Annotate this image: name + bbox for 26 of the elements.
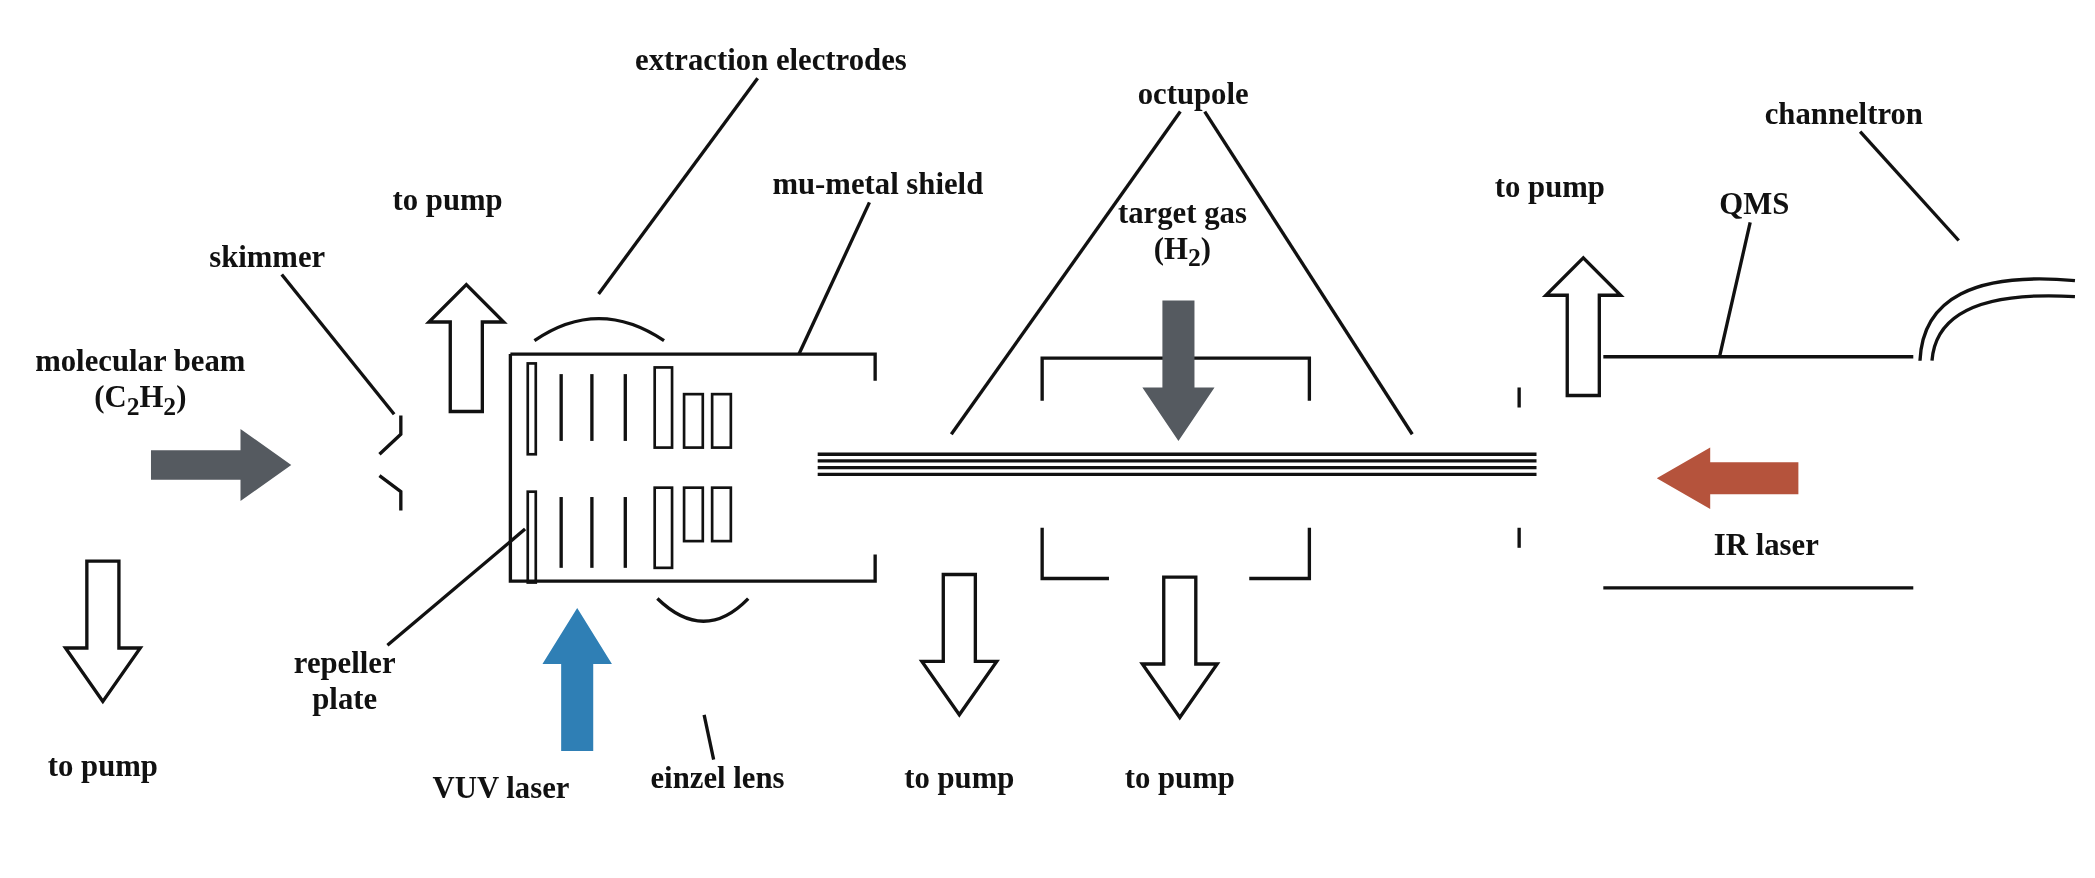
part-label: einzel lens bbox=[650, 759, 785, 796]
part-label: skimmer bbox=[209, 238, 326, 275]
leader-line bbox=[1858, 130, 1960, 242]
part-label: octupole bbox=[1137, 75, 1249, 112]
label-text: to pump bbox=[904, 759, 1015, 796]
leader-line bbox=[702, 714, 716, 760]
leader-line bbox=[280, 273, 396, 416]
label-text: to pump bbox=[1124, 759, 1235, 796]
part-label: QMS bbox=[1719, 186, 1790, 223]
label-text: to pump bbox=[47, 747, 158, 784]
leader-line bbox=[949, 110, 1182, 436]
part-label: channeltron bbox=[1764, 95, 1923, 132]
label-text: VUV laser bbox=[432, 770, 570, 807]
part-label: extraction electrodes bbox=[635, 42, 907, 79]
leader-line bbox=[1717, 222, 1752, 358]
label-text: target gas (H$_{2}$) bbox=[1117, 195, 1248, 274]
part-label: repeller plate bbox=[271, 645, 419, 718]
label-text: IR laser bbox=[1713, 527, 1819, 564]
label-text: to pump bbox=[392, 182, 503, 219]
label-text: to pump bbox=[1494, 169, 1605, 206]
leader-line bbox=[797, 201, 871, 355]
leader-line bbox=[597, 77, 759, 295]
part-label: mu-metal shield bbox=[772, 166, 984, 203]
leader-line bbox=[1203, 110, 1414, 436]
label-text: molecular beam (C$_{2}$H$_{2}$) bbox=[34, 343, 247, 422]
leader-line bbox=[386, 527, 527, 647]
